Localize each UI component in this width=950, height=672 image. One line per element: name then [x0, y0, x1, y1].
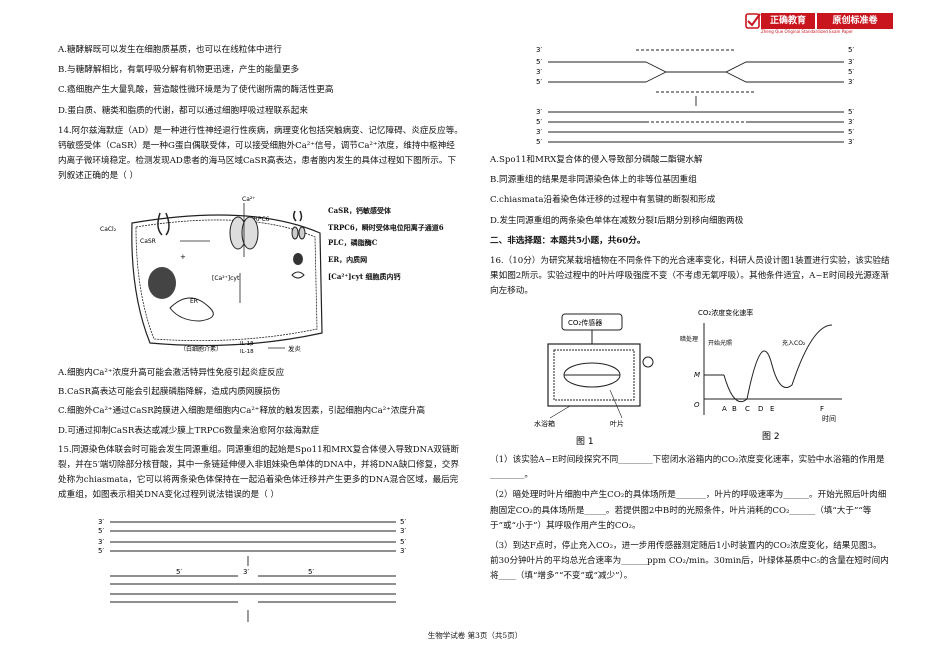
x-tick-label: F	[820, 405, 824, 413]
sensor-label: CO₂传感器	[568, 318, 602, 327]
dark-label: 暗处理	[680, 335, 698, 343]
q14-diagram: Ca²⁺ TRPC6 CaCl₂ CaSR + ER [Ca²⁺]cyt （白细…	[100, 196, 323, 355]
brand-tagline: 原创标准卷	[817, 13, 893, 29]
legend-ca-cyt: [Ca²⁺]cyt 细胞质内钙	[328, 272, 401, 281]
legend-plc: PLC，磷脂酶C	[328, 238, 378, 247]
q15-stem: 15.同源染色体联会时可能会发生同源重组。同源重组的起始是Spo11和MRX复合…	[58, 444, 460, 501]
prime-label: 5′	[176, 568, 182, 576]
il1-label: IL-1β	[240, 341, 254, 347]
er-label: ER	[190, 298, 198, 305]
casr-label: CaSR	[140, 238, 156, 245]
q13-option-c: C.癌细胞产生大量乳酸，营造酸性微环境是为了使代谢所需的酶活性更高	[58, 85, 334, 96]
prime-label: 5′	[98, 547, 104, 555]
q13-option-d: D.蛋白质、糖类和脂质的代谢，都可以通过细胞呼吸过程联系起来	[58, 105, 308, 116]
q14-option-a: A.细胞内Ca²⁺浓度升高可能会激活特异性免疫引起炎症反应	[58, 368, 285, 378]
prime-label: 3′	[98, 518, 104, 526]
fig2-ylabel: CO₂浓度变化速率	[698, 308, 753, 317]
q15-option-a: A.Spo11和MRX复合体的侵入导致部分磷酸二酯键水解	[490, 155, 703, 165]
brand-logo: 正确教育 原创标准卷 Zheng Que Original Standardiz…	[745, 11, 895, 35]
brand-name: 正确教育	[761, 13, 815, 29]
prime-label: 5′	[400, 518, 406, 526]
out-label: 发炎	[288, 344, 302, 353]
q13-option-a: A.糖酵解既可以发生在细胞质基质，也可以在线粒体中进行	[58, 45, 282, 55]
q14-option-d: D.可通过抑制CaSR表达或减少膜上TRPC6数量来治愈阿尔兹海默症	[58, 425, 320, 436]
prime-label: 5′	[848, 68, 854, 76]
q16-sub1: （1）该实验A~E时间段探究不同________下密闭水浴箱内的CO₂浓度变化速…	[490, 455, 885, 481]
ca-label: Ca²⁺	[242, 196, 255, 203]
prime-label: 5′	[400, 538, 406, 546]
x-tick-label: E	[770, 405, 774, 413]
bath-label: 水浴箱	[534, 419, 555, 428]
q16-stem: 16.（10分）为研究某栽培植物在不同条件下的光合速率变化，科研人员设计图1装置…	[490, 256, 890, 297]
prime-label: 5′	[308, 568, 314, 576]
x-tick-label: D	[758, 405, 763, 413]
o-label: O	[694, 401, 700, 409]
q14-option-c: C.细胞外Ca²⁺通过CaSR跨膜进入细胞是细胞内Ca²⁺释放的触发因素，引起细…	[58, 406, 426, 417]
legend-er: ER，内质网	[328, 255, 368, 264]
q15-dna-diagram-1: 3′ 5′ 3′ 5′ 5′ 3′ 5′ 3′ 5′ 3′ 5′	[98, 518, 406, 622]
q14-option-b: B.CaSR高表达可能会引起膜磷脂降解，造成内质网膜损伤	[58, 387, 281, 398]
prime-label: 3′	[848, 118, 854, 126]
fig2-caption: 图 2	[762, 431, 780, 442]
q16-subquestions: （1）该实验A~E时间段探究不同________下密闭水浴箱内的CO₂浓度变化速…	[490, 453, 890, 585]
m-label: M	[694, 371, 700, 379]
prime-label: 5′	[536, 138, 542, 146]
check-icon	[745, 13, 761, 29]
cacl2-label: CaCl₂	[100, 226, 117, 233]
plus-sign: +	[180, 253, 186, 261]
legend-trpc6: TRPC6，瞬时受体电位阳离子通道6	[328, 223, 444, 232]
prime-label: 3′	[400, 547, 406, 555]
prime-label: 3′	[536, 68, 542, 76]
left-column: A.糖酵解既可以发生在细胞质基质，也可以在线粒体中进行 B.与糖酵解相比，有氧呼…	[58, 43, 463, 185]
q15-option-c: C.chiasmata沿着染色体迁移的过程中有氢键的断裂和形成	[490, 195, 716, 206]
prime-label: 3′	[536, 128, 542, 136]
prime-label: 3′	[98, 538, 104, 546]
prime-label: 5′	[848, 128, 854, 136]
q15-option-d: D.发生同源重组的两条染色单体在减数分裂Ⅰ后期分别移向细胞两极	[490, 215, 744, 226]
legend-casr: CaSR，钙敏感受体	[328, 206, 391, 215]
leaf-label: 叶片	[610, 419, 624, 428]
q14-options: A.细胞内Ca²⁺浓度升高可能会激活特异性免疫引起炎症反应 B.CaSR高表达可…	[58, 366, 463, 504]
prime-label: 5′	[848, 108, 854, 116]
q15-dna-diagram-2: 3′ 5′ 3′ 5′ 5′ 3′ 5′ 3′ 3′ 5′ 3′ 5′ 5′ 3…	[536, 46, 854, 146]
prime-label: 5′	[848, 46, 854, 54]
q16-sub3: （3）到达F点时，停止充入CO₂，进一步用传感器测定随后1小时装置内的CO₂浓度…	[490, 541, 889, 582]
q16-sub2: （2）暗处理时叶片细胞中产生CO₂的具体场所是_______，叶片的呼吸速率为_…	[490, 490, 887, 531]
trpc6-label: TRPC6	[249, 216, 270, 223]
prime-label: 5′	[536, 118, 542, 126]
light-label: 开始光照	[708, 339, 732, 347]
section-heading: 二、非选择题：本题共5小题，共60分。	[490, 235, 646, 246]
page-footer: 生物学试卷 第3页（共5页）	[427, 631, 523, 640]
prime-label: 3′	[848, 78, 854, 86]
co2-label: 充入CO₂	[782, 339, 806, 347]
fig1-caption: 图 1	[576, 436, 594, 447]
prime-label: 3′	[400, 527, 406, 535]
x-tick-label: A	[722, 405, 727, 413]
curve-line	[723, 324, 833, 403]
x-tick-label: C	[745, 405, 750, 413]
x-label: 时间	[822, 414, 836, 423]
prime-label: 5′	[98, 527, 104, 535]
x-tick-label: B	[732, 405, 737, 413]
prime-label: 3′	[243, 568, 249, 576]
prime-label: 3′	[848, 58, 854, 66]
q13-option-b: B.与糖酵解相比，有氧呼吸分解有机物更迅速，产生的能量更多	[58, 65, 300, 76]
brand-subtitle: Zheng Que Original Standardized Exam Pap…	[761, 29, 853, 34]
prime-label: 3′	[848, 138, 854, 146]
ca-cyt-label: [Ca²⁺]cyt	[212, 275, 240, 282]
lamp-icon	[642, 356, 654, 368]
il18-label: IL-18	[240, 349, 254, 355]
cell-label: （白细胞介素）	[180, 345, 222, 353]
q14-stem: 14.阿尔兹海默症（AD）是一种进行性神经退行性疾病，病理变化包括突触病变、记忆…	[58, 125, 463, 182]
q14-legend: CaSR，钙敏感受体 TRPC6，瞬时受体电位阳离子通道6 PLC，磷脂酶C E…	[328, 205, 448, 282]
q15-option-b: B.同源重组的结果是非同源染色体上的非等位基因重组	[490, 175, 697, 186]
right-column: A.Spo11和MRX复合体的侵入导致部分磷酸二酯键水解 B.同源重组的结果是非…	[490, 153, 890, 300]
prime-label: 3′	[536, 108, 542, 116]
prime-label: 5′	[536, 78, 542, 86]
q16-figure-1: CO₂传感器 水浴箱 叶片 图 1	[534, 313, 654, 447]
prime-label: 5′	[536, 58, 542, 66]
prime-label: 3′	[536, 46, 542, 54]
